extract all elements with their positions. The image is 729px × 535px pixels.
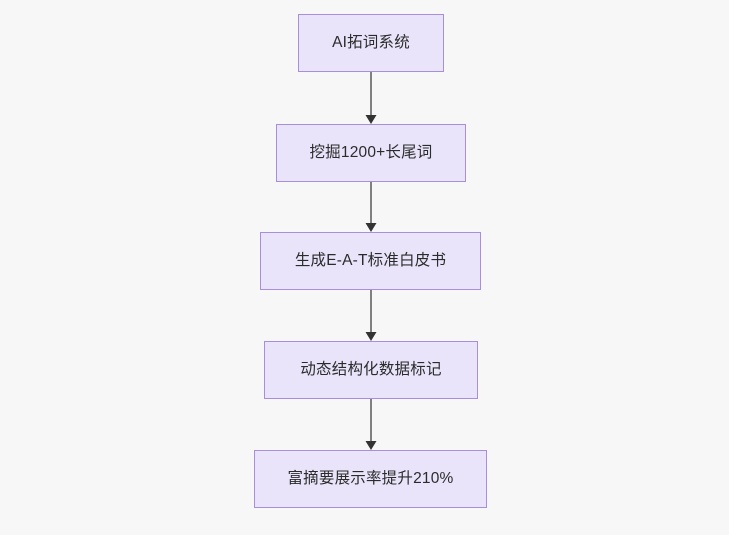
flow-node-rich-snippet-rate-increase[interactable]: 富摘要展示率提升210% xyxy=(254,450,487,508)
edge-arrowhead-icon xyxy=(365,223,377,232)
flow-node-label: 挖掘1200+长尾词 xyxy=(309,144,433,162)
edge-arrowhead-icon xyxy=(365,441,377,450)
flow-node-label: 富摘要展示率提升210% xyxy=(287,470,454,488)
flow-node-label: AI拓词系统 xyxy=(332,34,410,52)
flow-node-label: 生成E-A-T标准白皮书 xyxy=(294,252,447,270)
edge-arrowhead-icon xyxy=(365,332,377,341)
flow-node-mine-longtail-keywords[interactable]: 挖掘1200+长尾词 xyxy=(276,124,466,182)
flow-node-ai-keyword-system[interactable]: AI拓词系统 xyxy=(298,14,444,72)
flow-node-label: 动态结构化数据标记 xyxy=(300,361,442,379)
edge-arrowhead-icon xyxy=(365,115,377,124)
flow-node-generate-eat-whitepaper[interactable]: 生成E-A-T标准白皮书 xyxy=(260,232,481,290)
flow-node-dynamic-structured-data-markup[interactable]: 动态结构化数据标记 xyxy=(264,341,478,399)
